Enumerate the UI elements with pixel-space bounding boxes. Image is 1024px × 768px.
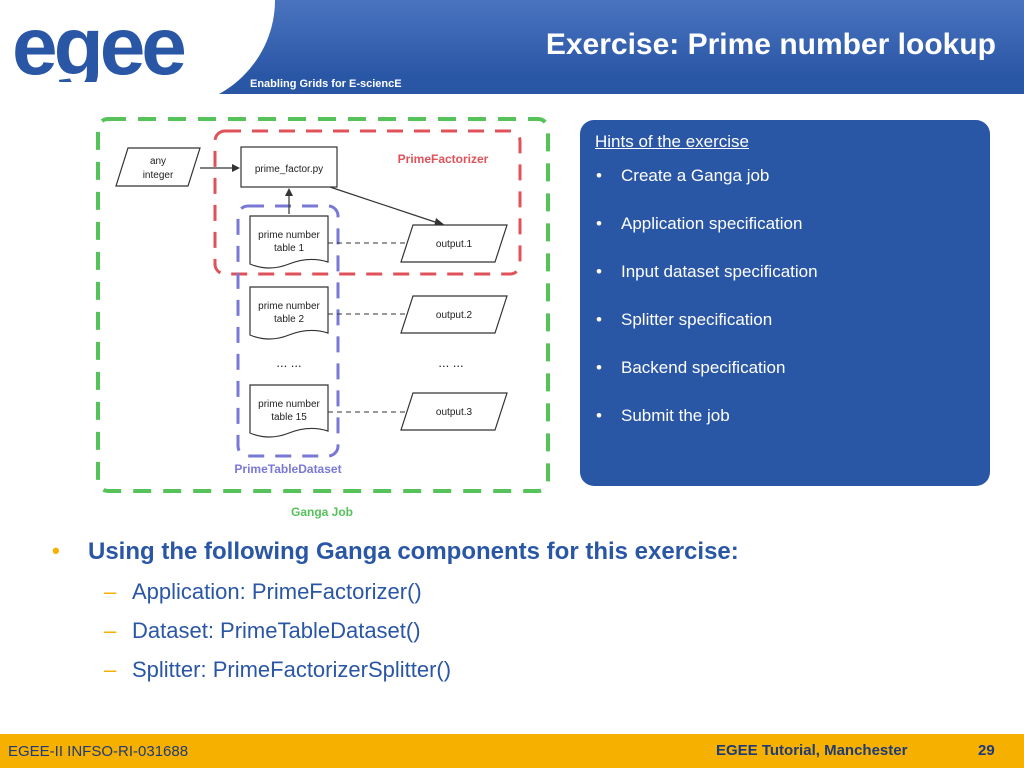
table-2-document (249, 286, 329, 340)
sub-item-text: Application: PrimeFactorizer() (132, 579, 422, 604)
table-1-document (249, 215, 329, 269)
sub-dash: – (104, 618, 117, 643)
bullet-dot: • (52, 538, 60, 563)
output-2-parallelogram (400, 295, 508, 334)
prime-factorizer-label: PrimeFactorizer (398, 152, 489, 166)
program-label: prime_factor.py (255, 164, 323, 175)
output-arrow (329, 186, 439, 224)
input-label-line2: integer (143, 170, 174, 181)
main-bullet-text: Using the following Ganga components for… (88, 538, 739, 565)
output-3-parallelogram (400, 392, 508, 431)
input-parallelogram (115, 147, 201, 187)
sub-item-splitter: –Splitter: PrimeFactorizerSplitter() (104, 657, 451, 683)
output-1-parallelogram (400, 224, 508, 263)
output-2-label: output.2 (436, 310, 473, 321)
hint-item: Input dataset specification (594, 262, 818, 310)
hint-item: Splitter specification (594, 310, 818, 358)
sub-item-text: Dataset: PrimeTableDataset() (132, 618, 421, 643)
hint-item: Submit the job (594, 406, 818, 454)
sub-item-text: Splitter: PrimeFactorizerSplitter() (132, 657, 452, 682)
sub-item-application: –Application: PrimeFactorizer() (104, 579, 422, 605)
ganga-job-frame (96, 117, 550, 493)
svg-text:egee: egee (12, 12, 184, 82)
input-arrow-head (232, 164, 240, 172)
tagline: Enabling Grids for E-sciencE (250, 78, 402, 90)
program-box (240, 146, 338, 188)
hints-list: Create a Ganga job Application specifica… (594, 166, 818, 454)
table-15-document (249, 384, 329, 438)
footer-project-id: EGEE-II INFSO-RI-031688 (8, 743, 189, 760)
page-title: Exercise: Prime number lookup (545, 28, 996, 61)
table-15-line2: table 15 (271, 412, 307, 423)
table-arrow-head (285, 188, 293, 196)
table-2-line1: prime number (258, 301, 320, 312)
hints-box: Hints of the exercise Create a Ganga job… (580, 120, 990, 486)
table-ellipsis: ... ... (276, 355, 301, 370)
input-label-line1: any (150, 156, 166, 167)
footer-bar: EGEE-II INFSO-RI-031688 EGEE Tutorial, M… (0, 734, 1024, 768)
prime-table-dataset-label: PrimeTableDataset (234, 462, 341, 476)
hint-item: Application specification (594, 214, 818, 262)
sub-dash: – (104, 657, 117, 682)
prime-factorizer-frame (213, 129, 522, 276)
footer-event: EGEE Tutorial, Manchester (716, 742, 908, 759)
ganga-job-diagram: Ganga Job PrimeFactorizer PrimeTableData… (96, 117, 550, 519)
table-15-line1: prime number (258, 399, 320, 410)
table-1-line2: table 1 (274, 243, 304, 254)
table-2-line2: table 2 (274, 314, 304, 325)
output-1-label: output.1 (436, 239, 473, 250)
footer-page-number: 29 (978, 742, 995, 759)
hint-item: Backend specification (594, 358, 818, 406)
prime-table-dataset-frame (236, 204, 340, 458)
output-ellipsis: ... ... (438, 355, 463, 370)
sub-item-dataset: –Dataset: PrimeTableDataset() (104, 618, 421, 644)
table-1-line1: prime number (258, 230, 320, 241)
ganga-job-label: Ganga Job (291, 505, 353, 519)
egee-logo: egee (12, 12, 188, 82)
hint-item: Create a Ganga job (594, 166, 818, 214)
sub-dash: – (104, 579, 117, 604)
hints-title: Hints of the exercise (595, 132, 750, 151)
output-3-label: output.3 (436, 407, 473, 418)
